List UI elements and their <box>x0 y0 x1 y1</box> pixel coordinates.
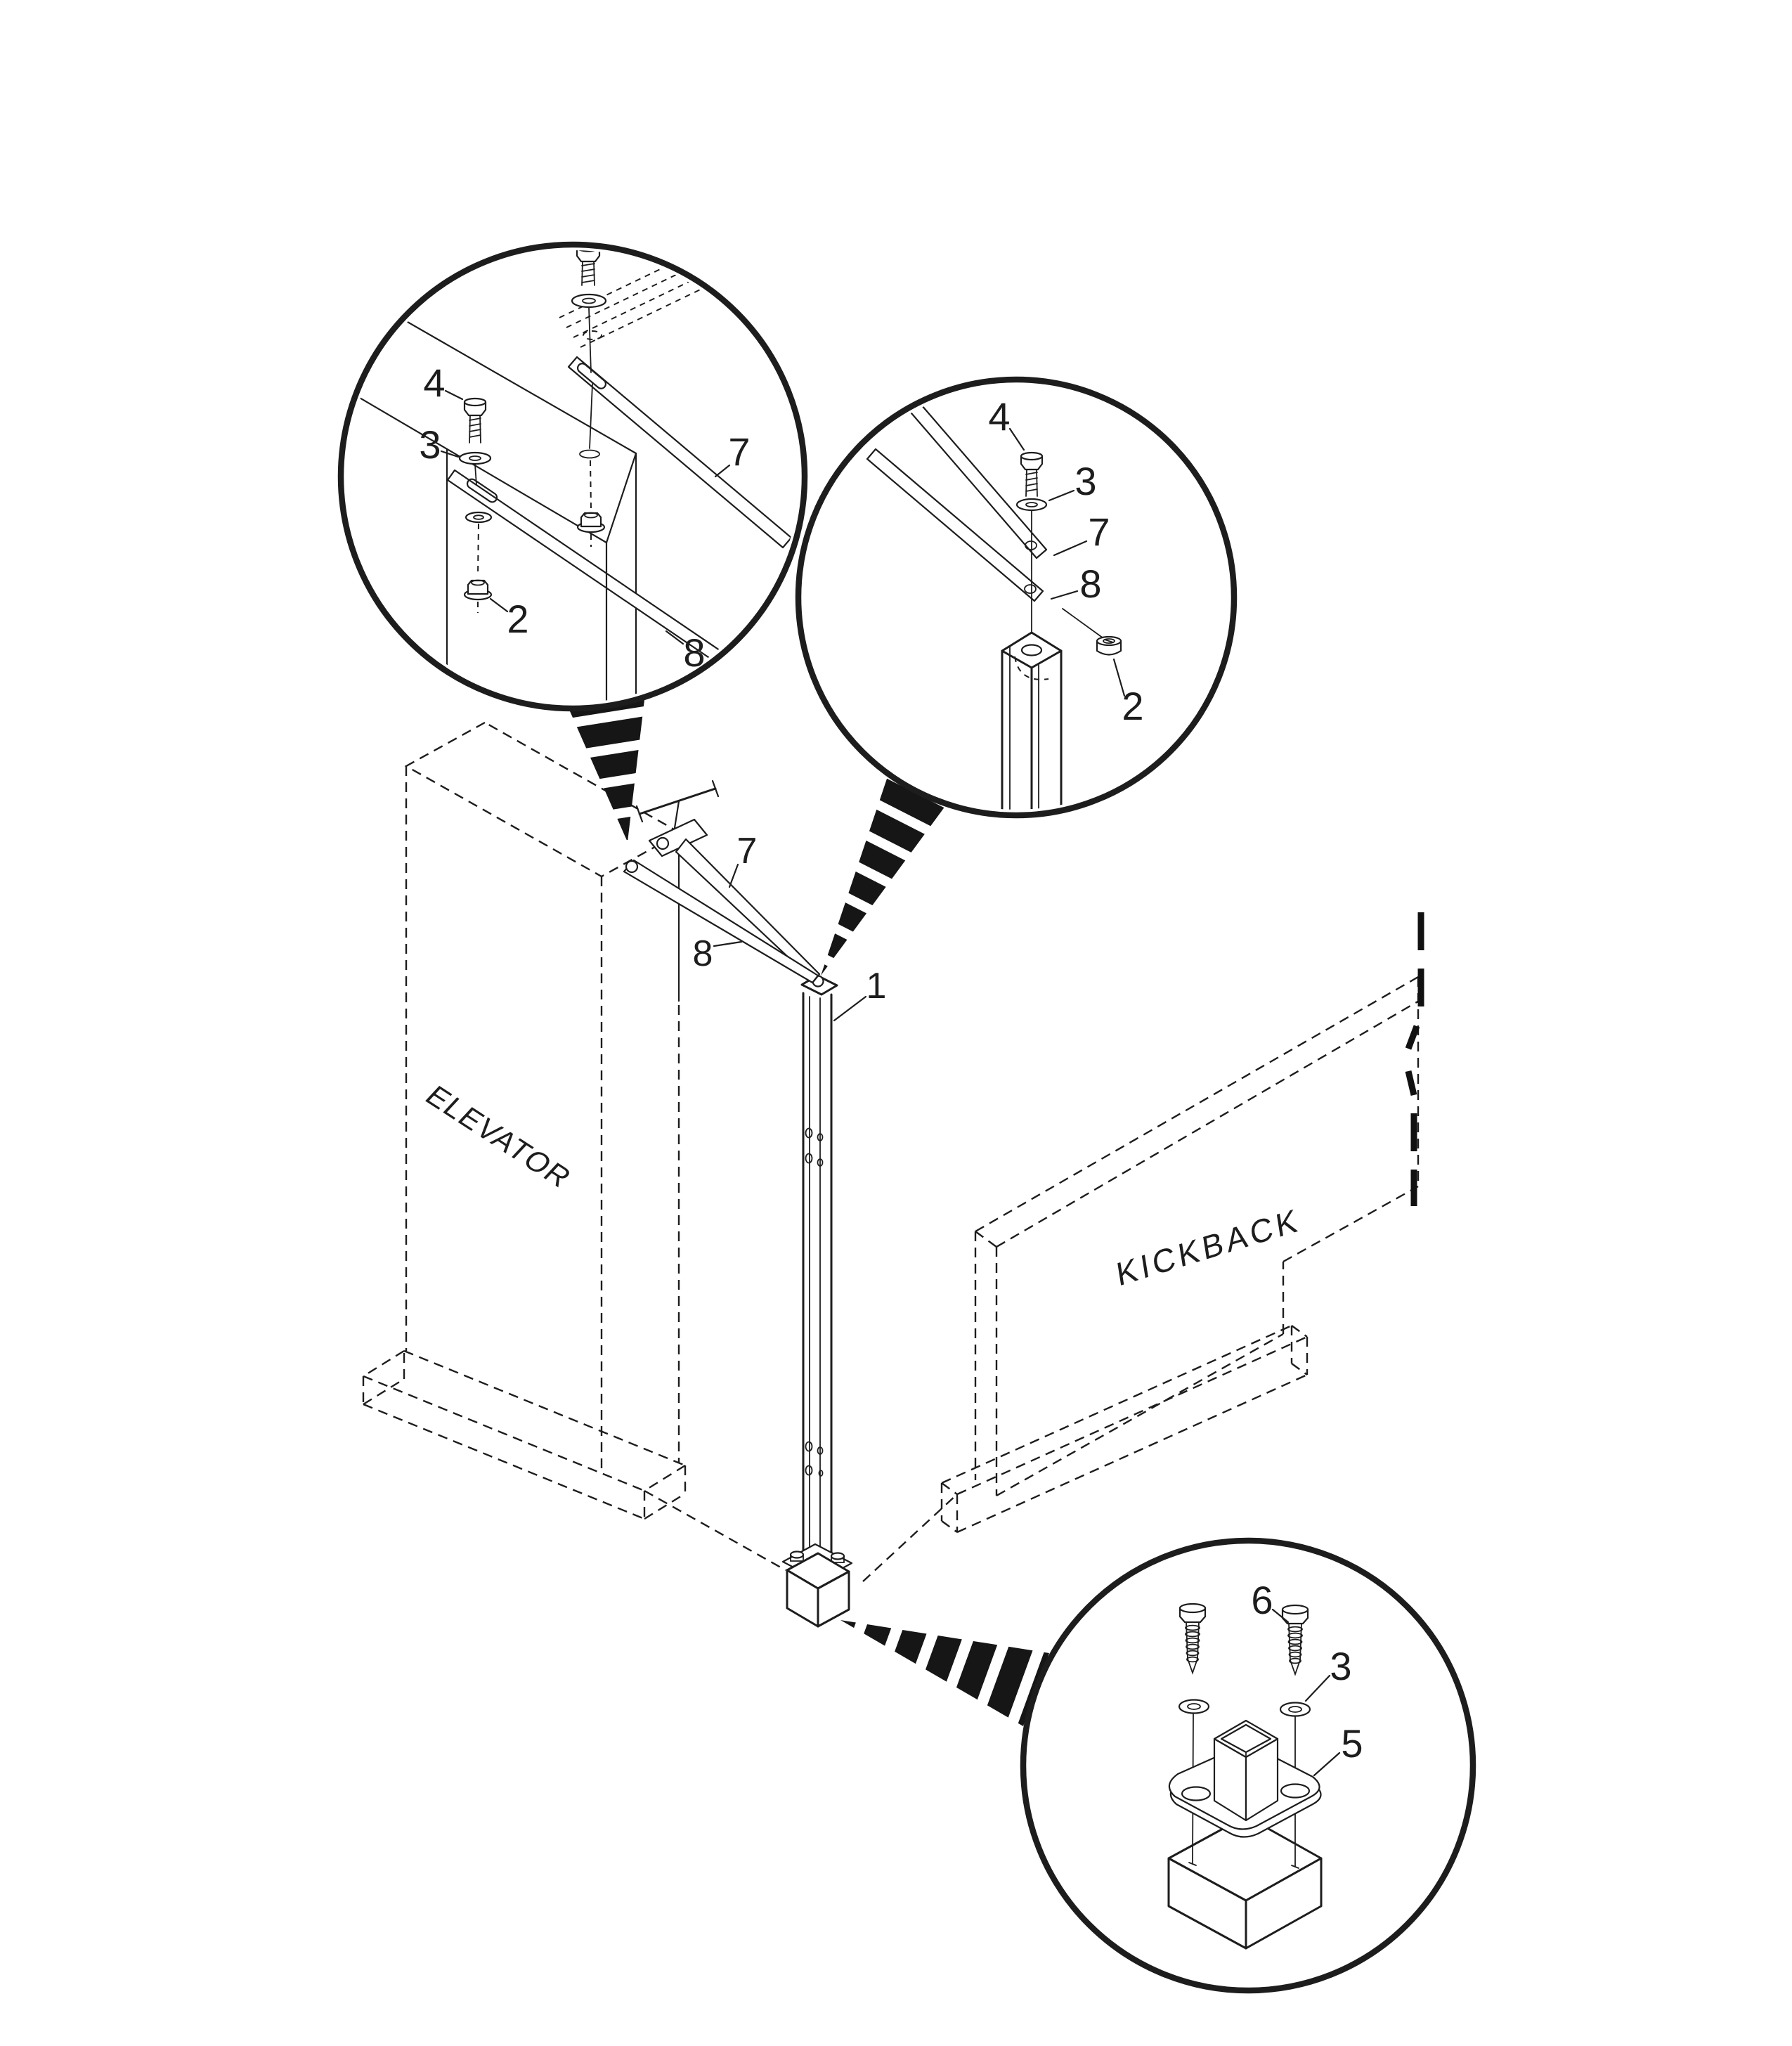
part-label-5: 5 <box>1341 1721 1363 1766</box>
lag-screw-left <box>1178 1603 1210 1714</box>
zoom-cone-bottom <box>840 1620 1049 1726</box>
strap-8-detail-b <box>866 448 1044 602</box>
kickback-base-rail-outline <box>940 1324 1309 1534</box>
washer-right <box>1279 1702 1311 1717</box>
leader-line <box>728 863 739 888</box>
detail-circle-a <box>337 241 808 712</box>
post-top-detail-b <box>1001 631 1063 810</box>
part-label-3: 3 <box>419 422 441 467</box>
callout-strap-7-main: 7 <box>728 831 758 888</box>
callout-7-b: 7 <box>1053 510 1110 557</box>
elevator-outline <box>404 721 682 1473</box>
part-label-4: 4 <box>423 361 445 405</box>
part-label-7: 7 <box>728 429 750 474</box>
lag-screw-right <box>1279 1604 1311 1717</box>
strap-7-slot <box>576 363 607 389</box>
detail-circle-b <box>795 376 1238 819</box>
callout-5-c: 5 <box>1313 1721 1363 1777</box>
detail-top-right: 4 3 7 8 2 <box>795 376 1238 819</box>
wood-block <box>1167 1815 1323 1950</box>
strap-8-main <box>623 859 819 984</box>
callout-3-b: 3 <box>1048 459 1097 503</box>
part-label-3: 3 <box>1330 1644 1351 1688</box>
elevator-label: ELEVATOR <box>419 1080 579 1194</box>
strap-7-detail-b <box>883 385 1048 559</box>
callout-4-a: 4 <box>423 361 464 405</box>
callout-6-c: 6 <box>1251 1578 1290 1624</box>
zoom-cones <box>570 700 1049 1726</box>
part-label-8: 8 <box>693 933 713 974</box>
bolt-4-detail-b <box>1015 451 1048 646</box>
callout-3-c: 3 <box>1304 1644 1352 1702</box>
callout-2-b: 2 <box>1112 658 1144 728</box>
callout-strap-8-main: 8 <box>693 933 743 974</box>
zoom-cone-left <box>570 700 644 842</box>
plate-hole-right <box>1280 1783 1311 1799</box>
detail-top-left: 4 3 2 7 8 <box>337 241 808 712</box>
bolt-4-detail-a <box>458 397 493 613</box>
callout-3-a: 3 <box>419 422 460 467</box>
part-label-2: 2 <box>1122 684 1143 728</box>
post-holes-upper <box>805 1127 824 1167</box>
socket-plate <box>1168 1719 1322 1838</box>
washer-3-detail-b <box>1015 498 1048 512</box>
post-base-socket <box>781 1543 853 1628</box>
plate-hole-left <box>1181 1786 1212 1801</box>
part-label-1: 1 <box>866 966 887 1006</box>
washer-3-detail-a <box>458 451 492 465</box>
callout-8-b: 8 <box>1050 562 1102 606</box>
part-label-7: 7 <box>737 831 758 872</box>
part-label-8: 8 <box>683 630 705 675</box>
bolt-top-detail-a <box>571 250 607 547</box>
callout-7-a: 7 <box>714 429 751 478</box>
zoom-cone-right <box>821 777 945 976</box>
post-top-hole <box>1020 644 1043 656</box>
washer-left <box>1178 1699 1210 1714</box>
strap-7-detail-a <box>567 356 793 549</box>
post-holes-lower <box>805 1441 824 1477</box>
part-label-8: 8 <box>1079 562 1101 606</box>
part-label-3: 3 <box>1074 459 1096 503</box>
strap-7-main <box>635 779 821 1002</box>
machine-break-line <box>1405 912 1424 1206</box>
socket-bolt-left <box>789 1550 805 1559</box>
washer-top-detail-a <box>571 293 607 309</box>
leader-line <box>713 940 743 947</box>
leader-line <box>833 995 867 1022</box>
socket-bolt-right <box>830 1552 845 1560</box>
post <box>800 974 838 1557</box>
kickback-label: KICKBACK <box>1114 1200 1303 1293</box>
elevator-top-face <box>404 721 682 878</box>
locknut-2-detail-b <box>1062 608 1122 656</box>
kickback-outline <box>974 976 1424 1497</box>
floor-lines <box>644 1489 958 1582</box>
part-label-4: 4 <box>988 394 1010 439</box>
callout-4-b: 4 <box>988 394 1025 451</box>
bracket-bar <box>638 787 717 815</box>
callout-post-1: 1 <box>833 966 887 1022</box>
detail-bottom-right: 6 3 5 <box>1020 1537 1476 1994</box>
callout-2-a: 2 <box>489 597 529 641</box>
part-label-2: 2 <box>507 597 528 641</box>
part-label-6: 6 <box>1251 1578 1273 1622</box>
strap-8-slot <box>466 478 498 503</box>
callout-8-a: 8 <box>665 630 706 675</box>
elevator-base-outline <box>362 1349 687 1520</box>
part-label-7: 7 <box>1088 510 1110 554</box>
